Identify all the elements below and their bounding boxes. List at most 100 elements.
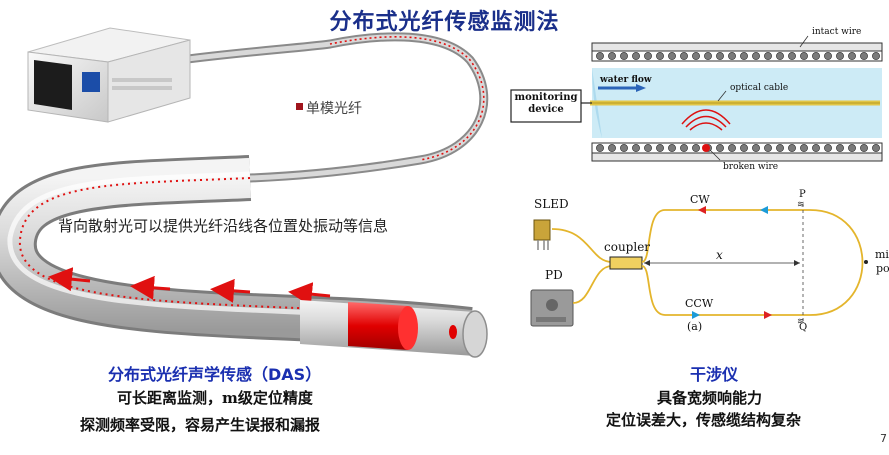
das-line-1: 可长距离监测，m级定位精度 <box>117 389 313 407</box>
wire-strand <box>824 52 832 60</box>
wire-strand <box>812 144 820 152</box>
wire-strand <box>704 52 712 60</box>
coupler-box <box>609 256 643 270</box>
wave-1 <box>689 122 723 131</box>
wire-strand <box>596 144 604 152</box>
wire-strand <box>872 52 880 60</box>
cw-blue-arrow <box>760 206 768 214</box>
ccw-blue-arrow <box>692 311 700 319</box>
wire-strand <box>764 52 772 60</box>
wire-strand <box>764 144 772 152</box>
cw-label: CW <box>690 193 710 206</box>
wire-strand <box>632 52 640 60</box>
water-flow-label: water flow <box>600 75 652 85</box>
das-device <box>27 27 191 123</box>
wire-strand <box>848 144 856 152</box>
point-label-partial: po <box>876 262 889 275</box>
svg-text:≋: ≋ <box>797 317 805 327</box>
core-dot <box>449 325 457 339</box>
q-label: Q <box>799 322 808 333</box>
wave-3 <box>681 109 731 125</box>
wire-strand <box>872 144 880 152</box>
wave-2 <box>685 115 727 128</box>
optical-cable-label: optical cable <box>730 83 789 93</box>
wire-strand <box>608 52 616 60</box>
wire-strand <box>668 52 676 60</box>
wire-strand <box>620 52 628 60</box>
wire-strand <box>860 144 868 152</box>
wire-strand <box>848 52 856 60</box>
arrow-3 <box>130 275 171 300</box>
broken-wire-label: broken wire <box>723 162 779 172</box>
page-number: 7 <box>880 432 887 445</box>
sled-icon <box>533 219 551 241</box>
arrow-4 <box>48 267 91 292</box>
monitoring-device-label: monitoring device <box>514 92 578 115</box>
backscatter-text: 背向散射光可以提供光纤沿线各位置处振动等信息 <box>58 217 389 235</box>
ccw-arrow <box>764 311 772 319</box>
wire-strand <box>716 52 724 60</box>
wire-strand <box>716 144 724 152</box>
wire-strand <box>644 52 652 60</box>
wire-strand <box>800 144 808 152</box>
sub-label: (a) <box>687 320 703 333</box>
das-line-2: 探测频率受限，容易产生误报和漏报 <box>80 416 321 434</box>
wire-strand <box>620 144 628 152</box>
water-flow-arrow <box>636 84 646 92</box>
svg-text:≋: ≋ <box>797 200 805 210</box>
wire-strand <box>680 144 688 152</box>
interferometer-title: 干涉仪 <box>690 365 739 384</box>
tube-end <box>462 310 488 358</box>
wire-strand <box>776 52 784 60</box>
interferometer-line-2: 定位误差大，传感缆结构复杂 <box>606 411 802 429</box>
wire-strand <box>860 52 868 60</box>
arrow-1 <box>288 282 331 307</box>
wire-strand <box>668 144 676 152</box>
wire-strand <box>836 144 844 152</box>
p-label: P <box>799 189 806 200</box>
fiber-label: 单模光纤 <box>306 101 362 117</box>
wire-strand <box>836 52 844 60</box>
wire-strand <box>692 52 700 60</box>
wire-strand <box>644 144 652 152</box>
cw-arrow <box>698 206 706 214</box>
sled-label: SLED <box>534 197 569 211</box>
wire-strand <box>752 144 760 152</box>
wire-strand <box>656 52 664 60</box>
wire-strand <box>632 144 640 152</box>
arrow-2 <box>210 278 251 303</box>
x-label: x <box>716 248 723 262</box>
pipe-diagram <box>510 35 883 162</box>
wire-strand <box>740 52 748 60</box>
vibration-segment <box>348 302 408 350</box>
wire-strand <box>680 52 688 60</box>
broken-wire-dot <box>702 144 710 152</box>
wire-strand <box>812 52 820 60</box>
wire-strand <box>692 144 700 152</box>
wire-strand <box>800 52 808 60</box>
wire-strand <box>728 144 736 152</box>
page-title: 分布式光纤传感监测法 <box>329 9 560 35</box>
wire-strand <box>788 144 796 152</box>
wire-strand <box>728 52 736 60</box>
coupler-label: coupler <box>604 240 651 254</box>
wire-strand <box>824 144 832 152</box>
pd-label: PD <box>545 268 563 282</box>
fiber-loop <box>641 209 864 316</box>
wire-strand <box>608 144 616 152</box>
wire-strand <box>776 144 784 152</box>
wire-strand <box>752 52 760 60</box>
fiber-label-marker <box>296 103 303 110</box>
mirror-label-partial: mi <box>875 248 889 261</box>
wire-strand <box>656 144 664 152</box>
das-title: 分布式光纤声学传感（DAS） <box>108 365 322 384</box>
monitoring-device-box <box>510 89 582 123</box>
wire-strand <box>740 144 748 152</box>
fiber-lead-dots <box>329 36 485 161</box>
wire-strand <box>788 52 796 60</box>
wire-strand <box>596 52 604 60</box>
interferometer-line-1: 具备宽频响能力 <box>657 389 763 407</box>
interferometer-diagram: ≋ ≋ <box>530 200 868 327</box>
intact-wire-label: intact wire <box>812 27 862 37</box>
